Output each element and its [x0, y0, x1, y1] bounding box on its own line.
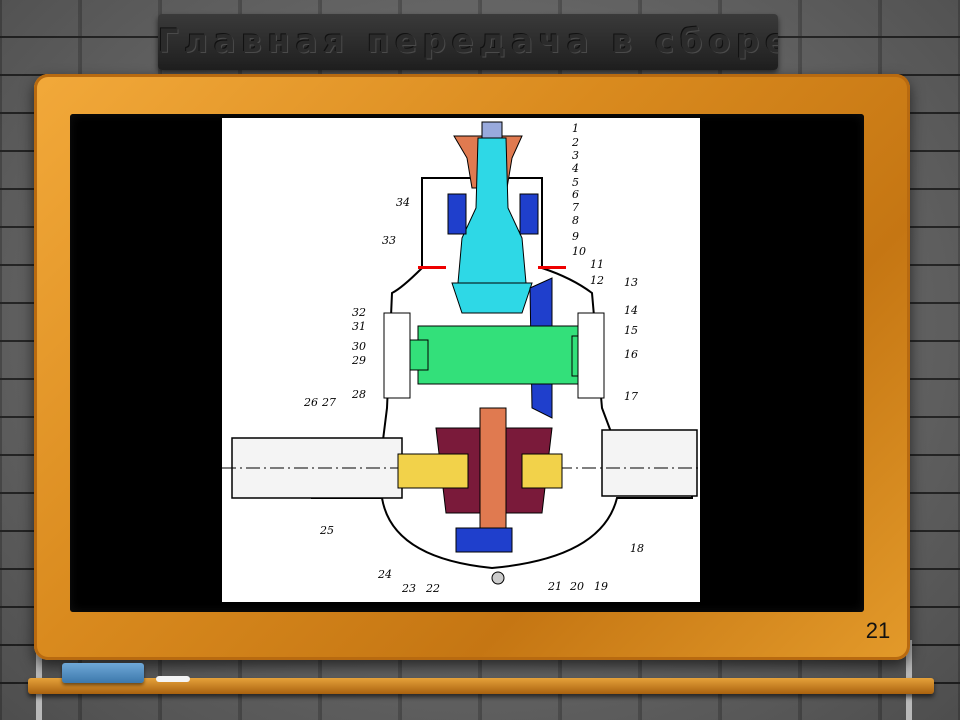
label-16: 16 [624, 348, 638, 361]
bearing-lower [455, 527, 513, 553]
label-32: 32 [352, 306, 366, 319]
seal-right [538, 266, 566, 269]
label-10: 10 [572, 245, 586, 258]
flange-nut [481, 121, 503, 139]
label-27: 27 [321, 396, 336, 409]
bearing-right-side [577, 312, 605, 399]
drive-pinion-gear [451, 282, 533, 314]
drain-plug [491, 571, 505, 585]
label-33: 33 [382, 234, 396, 247]
label-18: 18 [630, 542, 644, 555]
seal-left [418, 266, 446, 269]
label-1: 1 [572, 122, 579, 135]
label-6: 6 [572, 188, 579, 201]
axle-tube-right [601, 429, 698, 497]
bearing-left-side [383, 312, 411, 399]
label-24: 24 [377, 568, 392, 581]
label-26: 26 [303, 396, 318, 409]
label-25: 25 [319, 524, 334, 537]
label-20: 20 [569, 580, 584, 593]
differential-cross [479, 407, 507, 529]
label-4: 4 [571, 162, 579, 175]
label-34: 34 [396, 196, 410, 209]
label-12: 12 [590, 274, 604, 287]
bearing-right-upper [519, 193, 539, 235]
slide-page-number: 21 [865, 618, 891, 643]
part-labels: 1 2 3 4 5 6 7 8 9 10 11 12 13 14 15 16 1… [303, 122, 644, 595]
label-29: 29 [351, 354, 366, 367]
half-shaft-gear-left [397, 453, 469, 489]
label-11: 11 [590, 258, 604, 271]
label-9: 9 [572, 230, 579, 243]
label-3: 3 [572, 149, 579, 162]
label-30: 30 [352, 340, 366, 353]
label-23: 23 [401, 582, 416, 595]
label-19: 19 [594, 580, 608, 593]
label-2: 2 [571, 136, 579, 149]
label-17: 17 [624, 390, 638, 403]
chalk-stick [156, 676, 190, 682]
slide-title: Главная передача в сборе [158, 22, 778, 60]
diagram-drawing: 1 2 3 4 5 6 7 8 9 10 11 12 13 14 15 16 1… [222, 121, 700, 595]
title-plaque: Главная передача в сборе [158, 14, 778, 70]
board-eraser [62, 663, 144, 683]
label-14: 14 [624, 304, 638, 317]
intermediate-shaft [417, 325, 579, 385]
chalk-ledge [28, 678, 934, 694]
intermediate-shaft-end-left [407, 339, 429, 371]
label-13: 13 [624, 276, 638, 289]
bearing-left-upper [447, 193, 467, 235]
label-31: 31 [352, 320, 366, 333]
main-drive-diagram: 1 2 3 4 5 6 7 8 9 10 11 12 13 14 15 16 1… [222, 118, 700, 602]
label-8: 8 [572, 214, 579, 227]
label-22: 22 [425, 582, 440, 595]
label-5: 5 [572, 176, 579, 189]
label-21: 21 [547, 580, 562, 593]
housing-outline [311, 177, 693, 570]
half-shaft-gear-right [521, 453, 563, 489]
label-15: 15 [624, 324, 638, 337]
label-7: 7 [572, 201, 579, 214]
label-28: 28 [351, 388, 366, 401]
